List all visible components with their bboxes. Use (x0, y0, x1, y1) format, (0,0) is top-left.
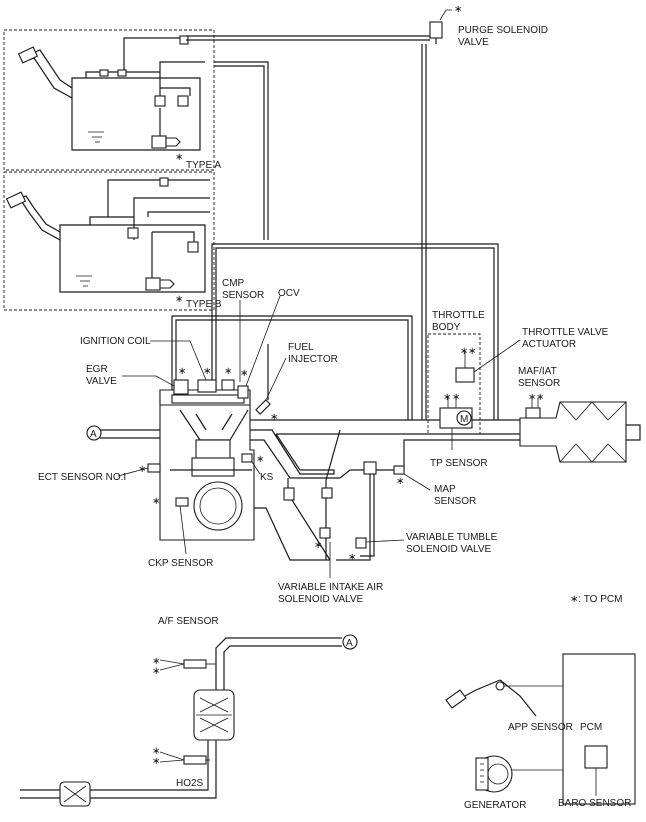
svg-text:∗: ∗ (152, 496, 160, 507)
purge-solenoid-valve-label-1: PURGE SOLENOID (458, 25, 548, 36)
ckp-sensor-label: CKP SENSOR (148, 558, 213, 569)
fuel-tank-type-b-inset: TYPE B ∗ (3, 171, 222, 311)
map-sensor-label-1: MAP (434, 484, 456, 495)
svg-text:∗: ∗ (396, 476, 404, 487)
svg-text:∗: ∗ (348, 552, 356, 563)
maf-iat-sensor: ∗ ∗ MAF/IAT SENSOR (518, 366, 560, 419)
cmp-sensor-label-1: CMP (222, 278, 245, 289)
throttle-body-label-2: BODY (432, 322, 461, 333)
variable-tumble-label-2: SOLENOID VALVE (406, 544, 492, 555)
generator-label: GENERATOR (464, 800, 526, 811)
svg-text:∗: ∗ (452, 392, 460, 403)
type-a-label: TYPE A (186, 160, 221, 171)
generator: GENERATOR (464, 755, 563, 811)
svg-text:∗: ∗ (152, 756, 160, 767)
variable-tumble-solenoid-valve: ∗ VARIABLE TUMBLE SOLENOID VALVE (254, 507, 498, 563)
exhaust-outlet: A (86, 425, 160, 441)
svg-text:∗: ∗ (528, 392, 536, 403)
variable-intake-air-solenoid-valve: ∗ VARIABLE INTAKE AIR SOLENOID VALVE (278, 429, 383, 605)
app-sensor-label: APP SENSOR (508, 722, 573, 733)
ho2s-label: HO2S (176, 778, 204, 789)
fuel-tank-type-a-inset: TYPE A ∗ (3, 29, 221, 171)
vacuum-hose-routing (171, 243, 499, 420)
variable-intake-air-label-1: VARIABLE INTAKE AIR (278, 582, 383, 593)
svg-text:∗: ∗ (203, 366, 211, 377)
svg-text:∗: ∗ (175, 152, 183, 163)
svg-text:∗: ∗ (256, 454, 264, 465)
svg-text:∗: ∗ (468, 346, 476, 357)
ocv: OCV ∗ (237, 288, 300, 399)
throttle-valve-actuator-callout: THROTTLE VALVE ACTUATOR (522, 327, 609, 350)
fuel-injector: FUEL INJECTOR ∗ (255, 342, 338, 423)
svg-text:∗: ∗ (240, 368, 248, 379)
svg-text:∗: ∗ (178, 366, 186, 377)
ect-sensor-label: ECT SENSOR NO.I (38, 472, 126, 483)
engine-block (159, 389, 255, 541)
ocv-label: OCV (278, 288, 300, 299)
af-sensor: ∗ ∗ A/F SENSOR (152, 616, 219, 677)
egr-valve-label-2: VALVE (86, 376, 117, 387)
svg-text:∗: ∗ (175, 294, 183, 305)
fuel-injector-label-2: INJECTOR (288, 354, 338, 365)
purge-solenoid-valve: ∗ PURGE SOLENOID VALVE (186, 4, 548, 420)
app-sensor: APP SENSOR (445, 679, 573, 733)
to-pcm-note: ∗: TO PCM (570, 594, 622, 605)
throttle-valve-actuator-label-2: ACTUATOR (522, 339, 576, 350)
tp-sensor-label: TP SENSOR (430, 458, 488, 469)
maf-iat-sensor-label-1: MAF/IAT (518, 366, 557, 377)
svg-text:∗: ∗ (152, 656, 160, 667)
svg-text:∗: ∗ (460, 346, 468, 357)
throttle-body-label-1: THROTTLE (432, 310, 485, 321)
fuel-injector-label-1: FUEL (288, 342, 314, 353)
egr-valve-label-1: EGR (86, 364, 108, 375)
purge-solenoid-valve-label-2: VALVE (458, 37, 489, 48)
svg-text:∗: ∗ (152, 666, 160, 677)
ignition-coil-label: IGNITION COIL (80, 336, 151, 347)
ckp-sensor: ∗ CKP SENSOR (148, 496, 213, 569)
maf-iat-sensor-label-2: SENSOR (518, 378, 560, 389)
variable-intake-air-label-2: SOLENOID VALVE (278, 594, 364, 605)
type-b-label: TYPE B (186, 299, 222, 310)
exhaust-system: A (20, 634, 358, 807)
af-sensor-label: A/F SENSOR (158, 616, 219, 627)
svg-text:∗: ∗ (152, 746, 160, 757)
throttle-valve-actuator-label-1: THROTTLE VALVE (522, 327, 609, 338)
map-sensor: ∗ MAP SENSOR (336, 461, 476, 561)
ect-sensor: ∗ ECT SENSOR NO.I (38, 463, 161, 483)
cmp-sensor-label-2: SENSOR (222, 290, 264, 301)
pcm-label: PCM (580, 722, 602, 733)
ho2s-sensor: ∗ ∗ HO2S (152, 746, 210, 789)
connector-a-label-top: A (90, 429, 97, 440)
svg-text:∗: ∗ (270, 412, 278, 423)
actuator-motor-label: M (460, 414, 468, 425)
throttle-body: THROTTLE BODY ∗ ∗ M ∗ ∗ TP SENSOR (427, 310, 521, 469)
connector-a-label-bottom: A (346, 638, 353, 649)
svg-text:∗: ∗ (224, 366, 232, 377)
svg-text:∗: ∗ (536, 392, 544, 403)
knock-sensor: ∗ KS (241, 453, 274, 483)
variable-tumble-label-1: VARIABLE TUMBLE (406, 532, 498, 543)
svg-text:∗: ∗ (454, 4, 462, 15)
ignition-coil: IGNITION COIL ∗ (80, 336, 217, 393)
svg-text:∗: ∗ (443, 392, 451, 403)
baro-sensor-label: BARO SENSOR (558, 798, 631, 809)
ks-label: KS (260, 472, 274, 483)
cmp-sensor: CMP SENSOR ∗ (221, 278, 264, 391)
pcm-unit: PCM BARO SENSOR (558, 653, 636, 809)
egr-valve: EGR VALVE ∗ (86, 364, 189, 395)
svg-text:∗: ∗ (314, 540, 322, 551)
map-sensor-label-2: SENSOR (434, 496, 476, 507)
